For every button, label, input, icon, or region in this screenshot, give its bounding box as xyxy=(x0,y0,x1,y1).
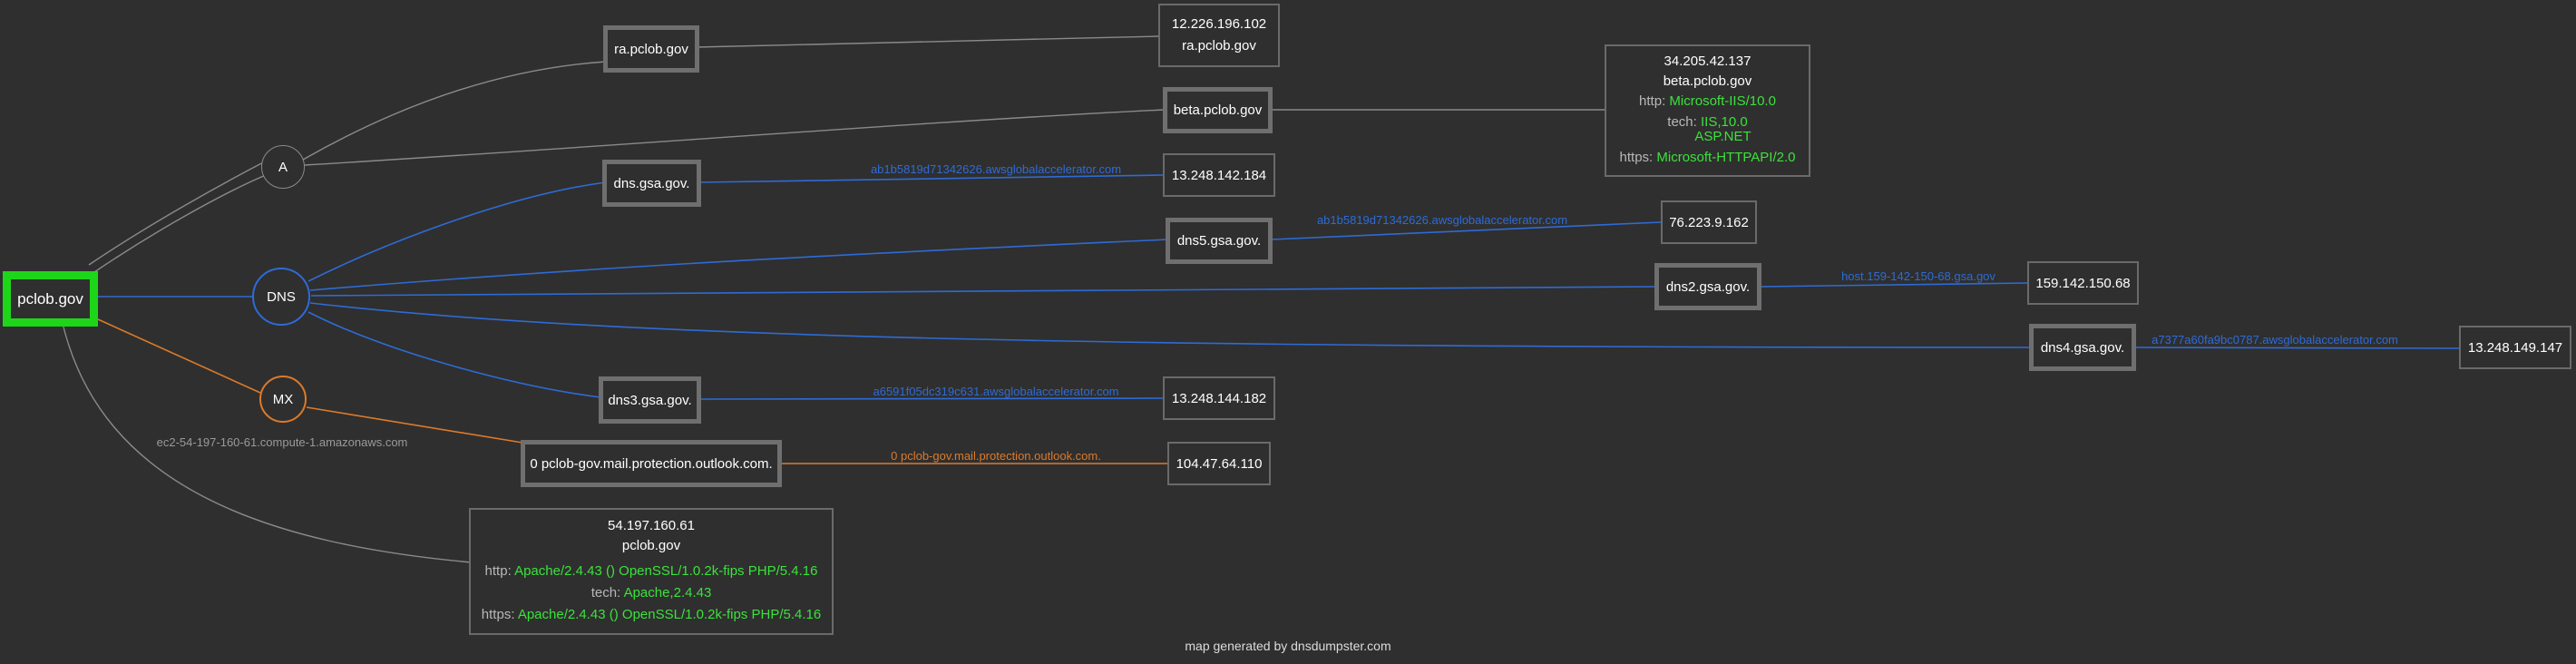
root-tech-key: tech: xyxy=(590,585,621,601)
edge-label-dns: ab1b5819d71342626.awsglobalaccelerator.c… xyxy=(870,162,1122,176)
beta-https-row: https: Microsoft-HTTPAPI/2.0 xyxy=(1606,148,1809,168)
beta-http-value: Microsoft-IIS/10.0 xyxy=(1669,93,1776,109)
edge-ra-ip xyxy=(695,35,1159,48)
edge-dns-dns5 xyxy=(309,239,1168,291)
beta-http-key: http: xyxy=(1639,93,1666,109)
edge-mx-mx0 xyxy=(306,406,523,444)
ip-node-ra[interactable]: 12.226.196.102 ra.pclob.gov xyxy=(1158,4,1280,67)
edge-dns4-ip xyxy=(2134,347,2460,349)
edge-label-mx: 0 pclob-gov.mail.protection.outlook.com. xyxy=(891,449,1101,463)
ip-ra-name: ra.pclob.gov xyxy=(1182,38,1256,54)
edge-root-host xyxy=(61,318,473,563)
root-host-info-card[interactable]: 54.197.160.61 pclob.gov http: Apache/2.4… xyxy=(469,508,834,635)
host-node-dns2[interactable]: dns2.gsa.gov. xyxy=(1654,263,1761,310)
root-tech-value: Apache,2.4.43 xyxy=(623,585,712,601)
root-http-value: Apache/2.4.43 () OpenSSL/1.0.2k-fips PHP… xyxy=(514,563,818,579)
edge-dns2-ip xyxy=(1760,282,2028,288)
beta-tech-value-2: ASP.NET xyxy=(1694,129,1751,144)
root-http-row: http: Apache/2.4.43 () OpenSSL/1.0.2k-fi… xyxy=(471,561,832,581)
edge-dns-ip xyxy=(699,174,1164,183)
beta-name: beta.pclob.gov xyxy=(1663,73,1752,89)
edge-dns3-ip xyxy=(699,397,1164,400)
ip-node-dns[interactable]: 13.248.142.184 xyxy=(1163,153,1275,197)
edge-label-dns4: a7377a60fa9bc0787.awsglobalaccelerator.c… xyxy=(2152,333,2398,347)
ip-node-dns2[interactable]: 159.142.150.68 xyxy=(2027,261,2139,305)
mx-record-group-node[interactable]: MX xyxy=(259,376,307,423)
host-node-mx[interactable]: 0 pclob-gov.mail.protection.outlook.com. xyxy=(521,440,782,487)
beta-tech-key: tech: xyxy=(1667,114,1697,130)
edge-label-dns5: ab1b5819d71342626.awsglobalaccelerator.c… xyxy=(1316,213,1568,227)
host-node-dns3[interactable]: dns3.gsa.gov. xyxy=(599,376,701,424)
root-https-value: Apache/2.4.43 () OpenSSL/1.0.2k-fips PHP… xyxy=(517,607,822,622)
edge-a-ra xyxy=(302,61,607,161)
beta-host-info-card[interactable]: 34.205.42.137 beta.pclob.gov http: Micro… xyxy=(1605,44,1810,177)
edge-label-dns2: host.159-142-150-68.gsa.gov xyxy=(1841,269,1995,283)
root-https-row: https: Apache/2.4.43 () OpenSSL/1.0.2k-f… xyxy=(471,605,832,625)
edge-dns-dns4 xyxy=(309,302,2032,348)
edge-dns5-ip xyxy=(1271,221,1662,240)
host-node-dns4[interactable]: dns4.gsa.gov. xyxy=(2029,324,2136,371)
ip-node-dns4[interactable]: 13.248.149.147 xyxy=(2459,326,2571,369)
root-tech-row: tech: Apache,2.4.43 xyxy=(471,583,832,603)
root-ip: 54.197.160.61 xyxy=(608,518,695,533)
ip-ra-address: 12.226.196.102 xyxy=(1171,16,1267,32)
host-node-dns[interactable]: dns.gsa.gov. xyxy=(602,160,701,207)
root-https-key: https: xyxy=(481,607,515,622)
edge-dns-dns xyxy=(307,181,607,282)
ip-node-mx[interactable]: 104.47.64.110 xyxy=(1167,442,1271,485)
beta-tech-value-1: IIS,10.0 xyxy=(1701,114,1748,130)
edge-root-a-1 xyxy=(88,159,269,266)
host-node-ra[interactable]: ra.pclob.gov xyxy=(603,25,699,73)
a-record-group-node[interactable]: A xyxy=(261,145,305,189)
host-node-beta[interactable]: beta.pclob.gov xyxy=(1163,87,1273,133)
edge-a-beta xyxy=(304,109,1165,166)
ip-node-dns5[interactable]: 76.223.9.162 xyxy=(1661,200,1757,244)
host-node-dns5[interactable]: dns5.gsa.gov. xyxy=(1166,218,1273,264)
edge-dns-dns3 xyxy=(307,311,601,398)
edge-label-dns3: a6591f05dc319c631.awsglobalaccelerator.c… xyxy=(873,385,1119,398)
root-name: pclob.gov xyxy=(621,538,681,553)
edge-dns-dns2 xyxy=(310,286,1657,297)
beta-tech-row: tech: IIS,10.0 ASP.NET xyxy=(1606,115,1809,144)
beta-http-row: http: Microsoft-IIS/10.0 xyxy=(1606,92,1809,112)
beta-https-value: Microsoft-HTTPAPI/2.0 xyxy=(1656,150,1796,165)
edge-label-root-host: ec2-54-197-160-61.compute-1.amazonaws.co… xyxy=(156,435,408,449)
ip-node-dns3[interactable]: 13.248.144.182 xyxy=(1163,376,1275,420)
footer-credit: map generated by dnsdumpster.com xyxy=(1185,639,1391,653)
edge-root-a-2 xyxy=(93,171,273,273)
edge-root-mx xyxy=(97,318,261,394)
beta-https-key: https: xyxy=(1619,150,1654,165)
root-domain-node[interactable]: pclob.gov xyxy=(3,271,98,327)
root-http-key: http: xyxy=(484,563,512,579)
dns-record-group-node[interactable]: DNS xyxy=(252,268,310,326)
beta-ip: 34.205.42.137 xyxy=(1664,54,1751,69)
